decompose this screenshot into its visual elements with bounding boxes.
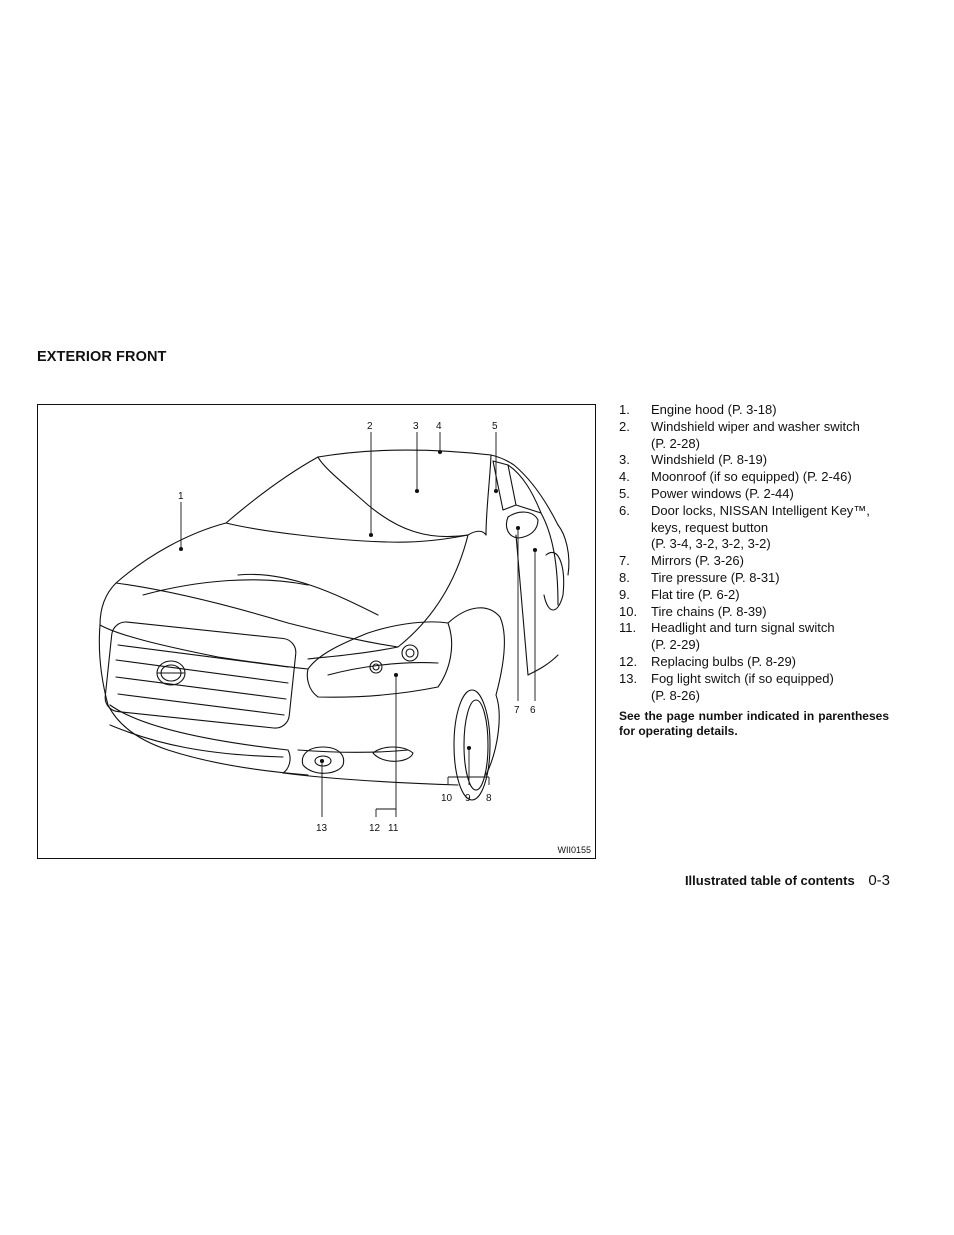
item-number: 1. <box>619 402 630 417</box>
item-text: Fog light switch (if so equipped) <box>651 670 834 686</box>
item-number: 4. <box>619 469 630 485</box>
item-text: Flat tire (P. 6-2) <box>651 586 740 602</box>
list-item: 5. Power windows (P. 2-44) <box>619 486 891 503</box>
item-number: 13. <box>619 670 638 686</box>
list-item: 4. Moonroof (if so equipped) (P. 2-46) <box>619 469 891 486</box>
item-text: Power windows (P. 2-44) <box>651 485 794 501</box>
list-item: 12. Replacing bulbs (P. 8-29) <box>619 654 891 671</box>
figure-id: WII0155 <box>557 845 591 855</box>
item-number: 12. <box>619 653 638 669</box>
item-text: Mirrors (P. 3-26) <box>651 553 744 569</box>
callout-6: 6 <box>530 705 536 716</box>
footer-title: Illustrated table of contents <box>684 873 855 888</box>
item-number: 10. <box>619 603 638 619</box>
list-item: 13. Fog light switch (if so equipped)(P. … <box>619 671 891 705</box>
list-item: 7. Mirrors (P. 3-26) <box>619 553 891 570</box>
list-item: 6. Door locks, NISSAN Intelligent Key™,ke… <box>619 503 891 553</box>
list-item: 2. Windshield wiper and washer switch(P. … <box>619 419 891 453</box>
callout-7: 7 <box>514 705 520 716</box>
item-number: 3. <box>619 452 630 468</box>
car-front-illustration: 1 2 3 4 5 6 7 10 9 8 <box>98 421 570 834</box>
item-number: 5. <box>619 485 630 501</box>
item-number: 7. <box>619 553 630 569</box>
item-text: Tire pressure (P. 8-31) <box>651 569 780 585</box>
callout-4: 4 <box>436 421 442 432</box>
item-text: Door locks, NISSAN Intelligent Key™, <box>651 502 870 518</box>
item-text: Windshield (P. 8-19) <box>651 452 768 468</box>
callout-9: 9 <box>465 793 471 804</box>
item-text: Replacing bulbs (P. 8-29) <box>651 653 797 669</box>
item-text: Moonroof (if so equipped) (P. 2-46) <box>651 469 852 485</box>
item-text: Engine hood (P. 3-18) <box>651 402 777 417</box>
callout-10: 10 <box>441 793 453 804</box>
item-text: Headlight and turn signal switch <box>651 620 835 636</box>
page-number: 0-3 <box>868 872 890 889</box>
item-number: 2. <box>619 418 630 434</box>
list-item: 10. Tire chains (P. 8-39) <box>619 604 891 621</box>
item-number: 9. <box>619 586 630 602</box>
page-footer: Illustrated table of contents 0-3 <box>685 872 890 889</box>
section-title: EXTERIOR FRONT <box>37 349 167 365</box>
callout-13: 13 <box>316 823 328 834</box>
list-item: 3. Windshield (P. 8-19) <box>619 452 891 469</box>
item-number: 6. <box>619 502 630 518</box>
item-text: (P. 2-28) <box>651 435 700 451</box>
callouts: 1 2 3 4 5 6 7 10 9 8 <box>178 421 538 834</box>
car-body-outline <box>98 449 570 801</box>
callout-8: 8 <box>486 793 492 804</box>
item-number: 11. <box>619 620 637 636</box>
list-item: 9. Flat tire (P. 6-2) <box>619 587 891 604</box>
list-item: 1. Engine hood (P. 3-18) <box>619 402 891 419</box>
callout-1: 1 <box>178 491 184 502</box>
item-text: (P. 8-26) <box>651 687 700 703</box>
list-item: 8. Tire pressure (P. 8-31) <box>619 570 891 587</box>
item-list: 1. Engine hood (P. 3-18) 2. Windshield wipe… <box>619 402 891 704</box>
callout-11: 11 <box>388 823 399 834</box>
callout-2: 2 <box>367 421 373 432</box>
exterior-front-figure: 1 2 3 4 5 6 7 10 9 8 <box>37 404 596 859</box>
item-number: 8. <box>619 569 630 585</box>
callout-3: 3 <box>413 421 419 432</box>
item-text: (P. 3-4, 3-2, 3-2, 3-2) <box>651 536 771 552</box>
item-text: (P. 2-29) <box>651 637 700 653</box>
item-text: keys, request button <box>651 519 769 535</box>
operating-details-note: See the page number indicated in parenth… <box>619 709 889 738</box>
item-text: Tire chains (P. 8-39) <box>651 603 767 619</box>
callout-5: 5 <box>492 421 498 432</box>
item-text: Windshield wiper and washer switch <box>651 418 860 434</box>
list-item: 11. Headlight and turn signal switch(P. 2… <box>619 620 891 654</box>
callout-12: 12 <box>369 823 381 834</box>
